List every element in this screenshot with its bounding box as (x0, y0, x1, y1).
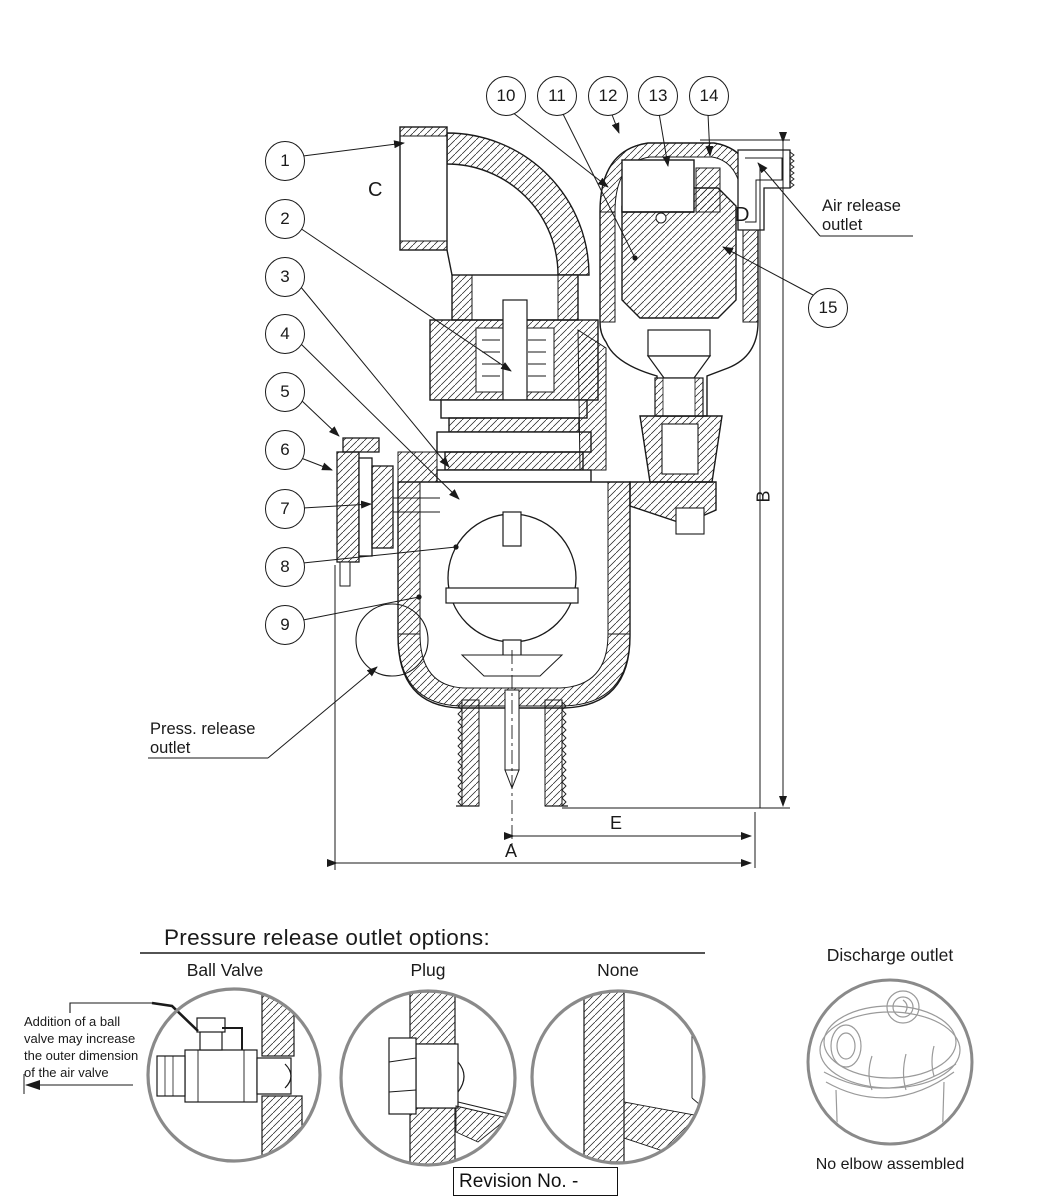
balloon-6: 6 (265, 430, 305, 470)
balloon-leaders (148, 111, 913, 759)
air-release-elbow-d (737, 149, 795, 231)
discharge-outlet-caption: No elbow assembled (815, 1156, 965, 1173)
note-line-3: the outer dimension (24, 1048, 139, 1063)
balloon-2-number: 2 (280, 209, 290, 228)
balloon-10: 10 (486, 76, 526, 116)
balloon-12: 12 (588, 76, 628, 116)
balloon-1-number: 1 (280, 151, 290, 170)
balloon-1: 1 (265, 141, 305, 181)
discharge-outlet-title: Discharge outlet (826, 945, 954, 965)
balloon-7-number: 7 (280, 499, 290, 518)
balloon-6-number: 6 (280, 440, 290, 459)
note-line-4: of the air valve (24, 1065, 109, 1080)
option-plug-drawing (339, 989, 517, 1167)
balloon-8: 8 (265, 547, 305, 587)
balloon-13: 13 (638, 76, 678, 116)
option-none-drawing (530, 989, 706, 1165)
air-release-outlet-label: Air release outlet (822, 197, 901, 235)
option-label-plug: Plug (410, 960, 446, 980)
revision-box: Revision No. - (453, 1167, 618, 1196)
balloon-14: 14 (689, 76, 729, 116)
balloon-13-number: 13 (648, 86, 668, 105)
options-section-title: Pressure release outlet options: (164, 925, 491, 950)
balloon-11: 11 (537, 76, 577, 116)
revision-label: Revision No. - (459, 1170, 579, 1192)
air-release-line2: outlet (822, 216, 863, 234)
balloon-5-number: 5 (280, 382, 290, 401)
option-label-ball-valve: Ball Valve (186, 960, 264, 980)
balloon-2: 2 (265, 199, 305, 239)
option-ball-valve-drawing (23, 987, 322, 1163)
dim-label-a: A (505, 841, 518, 861)
dim-label-e: E (610, 813, 623, 833)
dim-label-d: D (735, 204, 750, 226)
dimension-lines (327, 132, 790, 870)
balloon-4: 4 (265, 314, 305, 354)
balloon-5: 5 (265, 372, 305, 412)
ball-valve-note: Addition of a ball valve may increase th… (24, 1013, 138, 1081)
press-release-detail-circle (355, 603, 429, 677)
balloon-12-number: 12 (598, 86, 618, 105)
float-chamber (397, 481, 631, 709)
balloon-15-number: 15 (818, 298, 838, 317)
balloon-15: 15 (808, 288, 848, 328)
air-release-line1: Air release (822, 197, 901, 215)
dim-label-b: B (753, 490, 774, 503)
balloon-8-number: 8 (280, 557, 290, 576)
valve-center-body (429, 274, 599, 483)
dim-label-c: C (368, 179, 383, 201)
elbow-outlet-c (399, 126, 590, 276)
balloon-3: 3 (265, 257, 305, 297)
option-label-none: None (597, 960, 639, 980)
note-line-2: valve may increase (24, 1031, 136, 1046)
discharge-outlet-drawing (806, 978, 974, 1146)
press-release-flange (336, 437, 440, 677)
balloon-3-number: 3 (280, 267, 290, 286)
press-release-line2: outlet (150, 739, 191, 757)
balloon-9: 9 (265, 605, 305, 645)
press-release-outlet-label: Press. release outlet (150, 720, 255, 758)
balloon-9-number: 9 (280, 615, 290, 634)
balloon-4-number: 4 (280, 324, 290, 343)
balloon-14-number: 14 (699, 86, 719, 105)
inlet-pipe (456, 650, 568, 848)
air-release-chamber (577, 142, 759, 535)
press-release-line1: Press. release (150, 720, 256, 738)
balloon-7: 7 (265, 489, 305, 529)
balloon-10-number: 10 (496, 86, 516, 105)
balloon-11-number: 11 (548, 86, 566, 105)
note-line-1: Addition of a ball (24, 1014, 121, 1029)
